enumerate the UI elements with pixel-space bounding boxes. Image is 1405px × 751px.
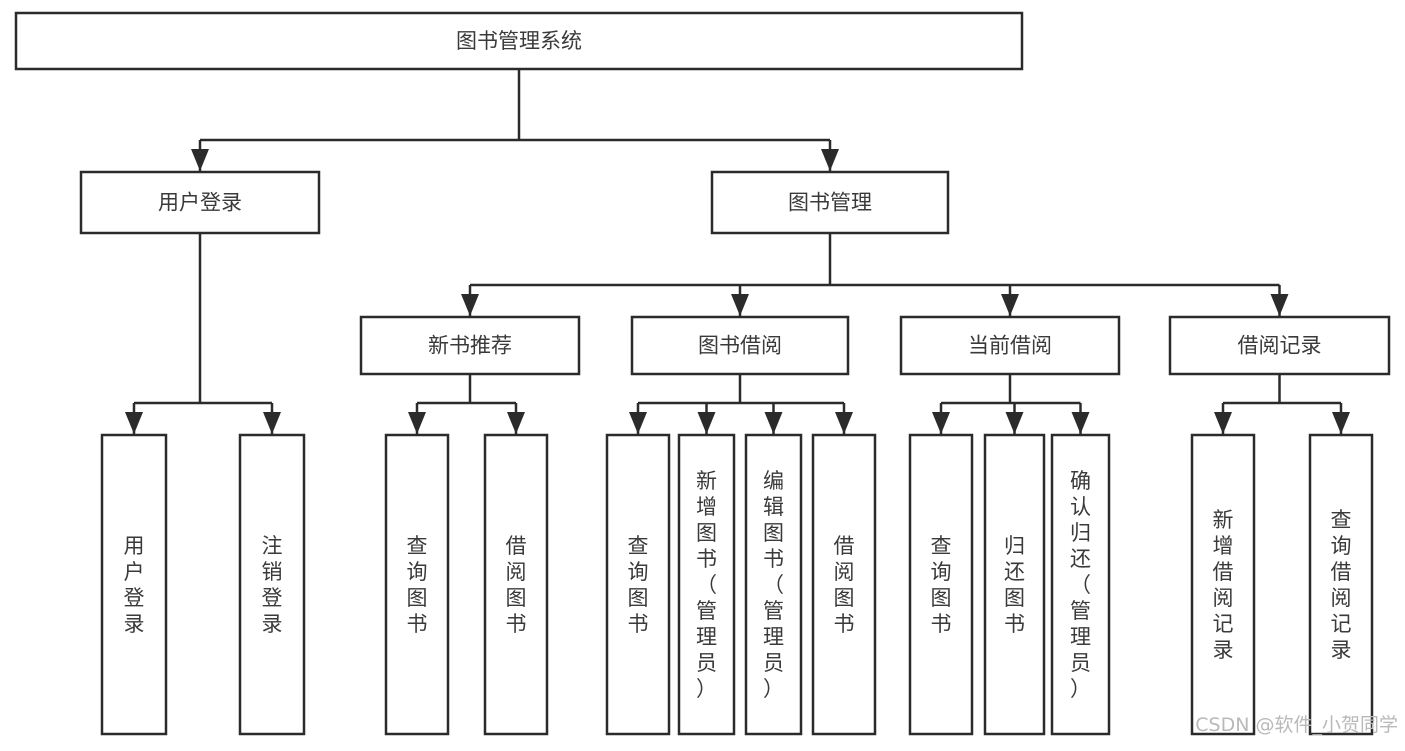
node-label-root: 图书管理系统: [456, 29, 582, 53]
node-leaf-query-book-current[interactable]: 查询图书: [908, 433, 974, 736]
node-label-leaf-edit-book: 编辑图书（管理员）: [763, 469, 784, 701]
arrow-head-leaf-borrow-book-recommend: [507, 412, 525, 434]
arrow-head-new-book-recommend: [461, 294, 479, 316]
arrow-head-leaf-query-book-current: [932, 412, 950, 434]
arrow-head-leaf-query-book-recommend: [408, 412, 426, 434]
arrow-head-current-borrow: [1001, 294, 1019, 316]
node-leaf-add-book[interactable]: 新增图书（管理员）: [677, 433, 736, 736]
arrow-head-leaf-logout: [263, 412, 281, 434]
node-leaf-user-login[interactable]: 用户登录: [100, 433, 168, 736]
node-label-new-book-recommend: 新书推荐: [428, 334, 512, 358]
node-label-leaf-user-login: 用户登录: [124, 534, 145, 636]
node-leaf-logout[interactable]: 注销登录: [238, 433, 306, 736]
arrow-head-user-login: [191, 149, 209, 171]
node-current-borrow[interactable]: 当前借阅: [899, 315, 1121, 376]
arrow-head-borrow-record: [1270, 294, 1289, 316]
node-label-leaf-query-book-recommend: 查询图书: [407, 534, 428, 636]
node-label-book-manage: 图书管理: [788, 191, 872, 215]
node-user-login[interactable]: 用户登录: [79, 170, 321, 235]
node-leaf-edit-book[interactable]: 编辑图书（管理员）: [744, 433, 803, 736]
csdn-watermark: CSDN @软件_小贺同学: [1195, 714, 1398, 736]
node-box-current-borrow: [899, 315, 1121, 376]
node-book-manage[interactable]: 图书管理: [710, 170, 950, 235]
node-leaf-query-book-recommend[interactable]: 查询图书: [384, 433, 450, 736]
arrow-head-leaf-query-borrow-record: [1332, 412, 1350, 434]
node-label-leaf-add-book: 新增图书（管理员）: [696, 469, 717, 701]
arrow-head-leaf-edit-book: [764, 412, 783, 434]
node-label-leaf-add-borrow-record: 新增借阅记录: [1213, 508, 1234, 662]
arrow-head-leaf-borrow-book: [835, 412, 853, 434]
node-box-leaf-borrow-book-recommend: [483, 433, 549, 736]
node-label-leaf-return-book: 归还图书: [1004, 534, 1025, 636]
node-label-leaf-query-borrow-record: 查询借阅记录: [1331, 508, 1352, 662]
node-box-leaf-return-book: [983, 433, 1046, 736]
arrow-head-leaf-confirm-return: [1071, 412, 1090, 434]
node-box-book-borrow: [630, 315, 850, 376]
node-box-book-manage: [710, 170, 950, 235]
node-box-leaf-query-book-recommend: [384, 433, 450, 736]
node-leaf-borrow-book[interactable]: 借阅图书: [811, 433, 877, 736]
node-leaf-add-borrow-record[interactable]: 新增借阅记录: [1190, 433, 1256, 736]
node-box-leaf-query-borrow-record: [1308, 433, 1374, 736]
node-label-leaf-confirm-return: 确认归还（管理员）: [1070, 469, 1091, 701]
node-label-leaf-borrow-book: 借阅图书: [834, 534, 855, 636]
node-box-user-login: [79, 170, 321, 235]
node-box-root: [14, 11, 1024, 71]
node-label-leaf-logout: 注销登录: [262, 534, 283, 636]
node-label-leaf-borrow-book-recommend: 借阅图书: [506, 534, 527, 636]
node-box-leaf-logout: [238, 433, 306, 736]
node-label-user-login: 用户登录: [158, 191, 242, 215]
arrow-head-leaf-query-book-borrow: [629, 412, 647, 434]
arrow-head-book-manage: [821, 149, 839, 171]
node-leaf-query-book-borrow[interactable]: 查询图书: [605, 433, 671, 736]
arrow-head-leaf-user-login: [125, 412, 143, 434]
node-label-current-borrow: 当前借阅: [968, 334, 1052, 358]
node-box-leaf-query-book-current: [908, 433, 974, 736]
connector-layer: [125, 69, 1350, 434]
node-leaf-return-book[interactable]: 归还图书: [983, 433, 1046, 736]
node-book-borrow[interactable]: 图书借阅: [630, 315, 850, 376]
node-label-book-borrow: 图书借阅: [698, 334, 782, 358]
node-layer: 图书管理系统用户登录图书管理新书推荐图书借阅当前借阅借阅记录用户登录注销登录查询…: [14, 11, 1391, 736]
node-borrow-record[interactable]: 借阅记录: [1168, 315, 1391, 376]
node-label-leaf-query-book-current: 查询图书: [931, 534, 952, 636]
node-box-borrow-record: [1168, 315, 1391, 376]
node-box-leaf-add-borrow-record: [1190, 433, 1256, 736]
node-leaf-borrow-book-recommend[interactable]: 借阅图书: [483, 433, 549, 736]
arrow-head-leaf-add-book: [697, 412, 716, 434]
node-box-leaf-query-book-borrow: [605, 433, 671, 736]
node-new-book-recommend[interactable]: 新书推荐: [359, 315, 581, 376]
arrow-head-leaf-add-borrow-record: [1214, 412, 1232, 434]
arrow-head-book-borrow: [731, 294, 749, 316]
node-label-leaf-query-book-borrow: 查询图书: [628, 534, 649, 636]
node-label-borrow-record: 借阅记录: [1238, 334, 1322, 358]
node-box-leaf-confirm-return: [1050, 433, 1111, 736]
node-box-leaf-borrow-book: [811, 433, 877, 736]
node-leaf-query-borrow-record[interactable]: 查询借阅记录: [1308, 433, 1374, 736]
node-box-leaf-user-login: [100, 433, 168, 736]
node-root[interactable]: 图书管理系统: [14, 11, 1024, 71]
arrow-head-leaf-return-book: [1005, 412, 1024, 434]
node-box-leaf-edit-book: [744, 433, 803, 736]
node-box-new-book-recommend: [359, 315, 581, 376]
node-box-leaf-add-book: [677, 433, 736, 736]
node-leaf-confirm-return[interactable]: 确认归还（管理员）: [1050, 433, 1111, 736]
